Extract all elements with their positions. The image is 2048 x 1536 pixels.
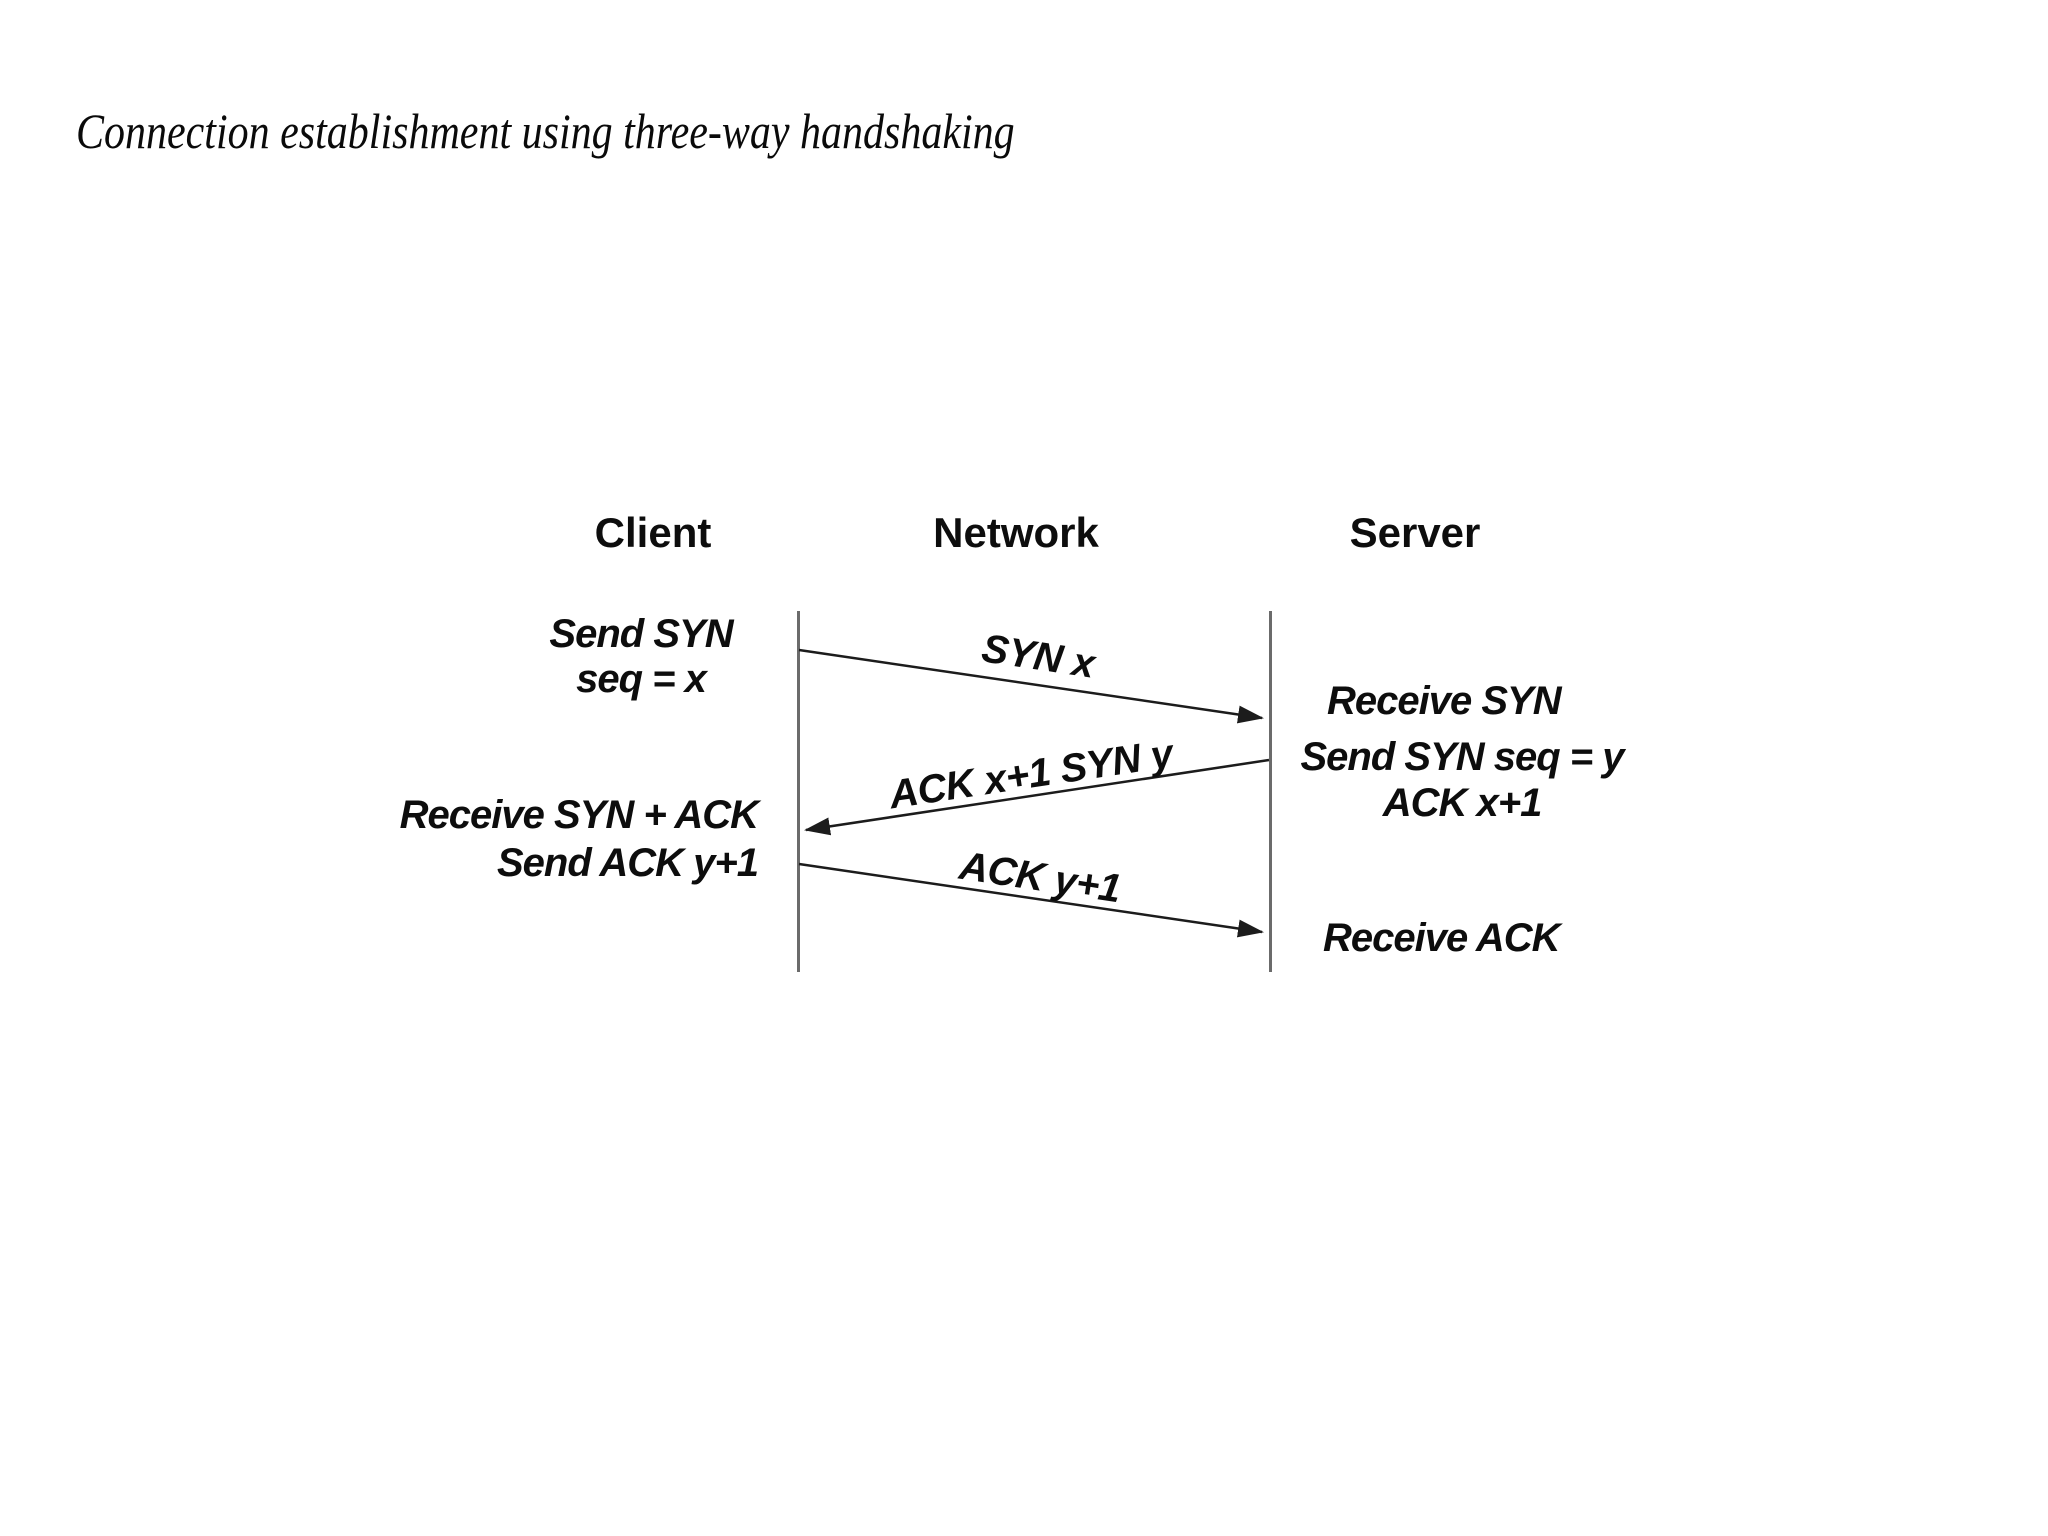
client-send-syn-annotation: Send SYN seq = x — [549, 612, 733, 702]
column-header-server: Server — [1349, 509, 1481, 556]
client-receive-syn-ack-annotation: Receive SYN + ACK Send ACK y+1 — [399, 791, 759, 887]
slide-title: Connection establishment using three-way… — [76, 103, 1015, 159]
annotation-line: ACK x+1 — [1382, 781, 1543, 825]
annotation-line: Receive SYN + ACK — [399, 793, 759, 837]
server-receive-ack-annotation: Receive ACK — [1323, 916, 1561, 960]
annotation-line: Send SYN — [549, 612, 733, 656]
annotation-line: seq = x — [576, 657, 707, 701]
annotation-line: Send ACK y+1 — [496, 841, 759, 885]
annotation-line: Send SYN seq = y — [1300, 735, 1624, 779]
column-header-client: Client — [594, 509, 712, 556]
ack-arrow — [798, 862, 1264, 938]
server-timeline — [1269, 611, 1272, 972]
client-timeline — [797, 611, 800, 972]
syn-arrow — [798, 648, 1264, 724]
server-send-syn-ack-annotation: Send SYN seq = y ACK x+1 — [1300, 734, 1624, 826]
server-receive-syn-annotation: Receive SYN — [1327, 679, 1562, 723]
syn-ack-arrow — [804, 758, 1270, 836]
column-header-network: Network — [933, 509, 1099, 556]
